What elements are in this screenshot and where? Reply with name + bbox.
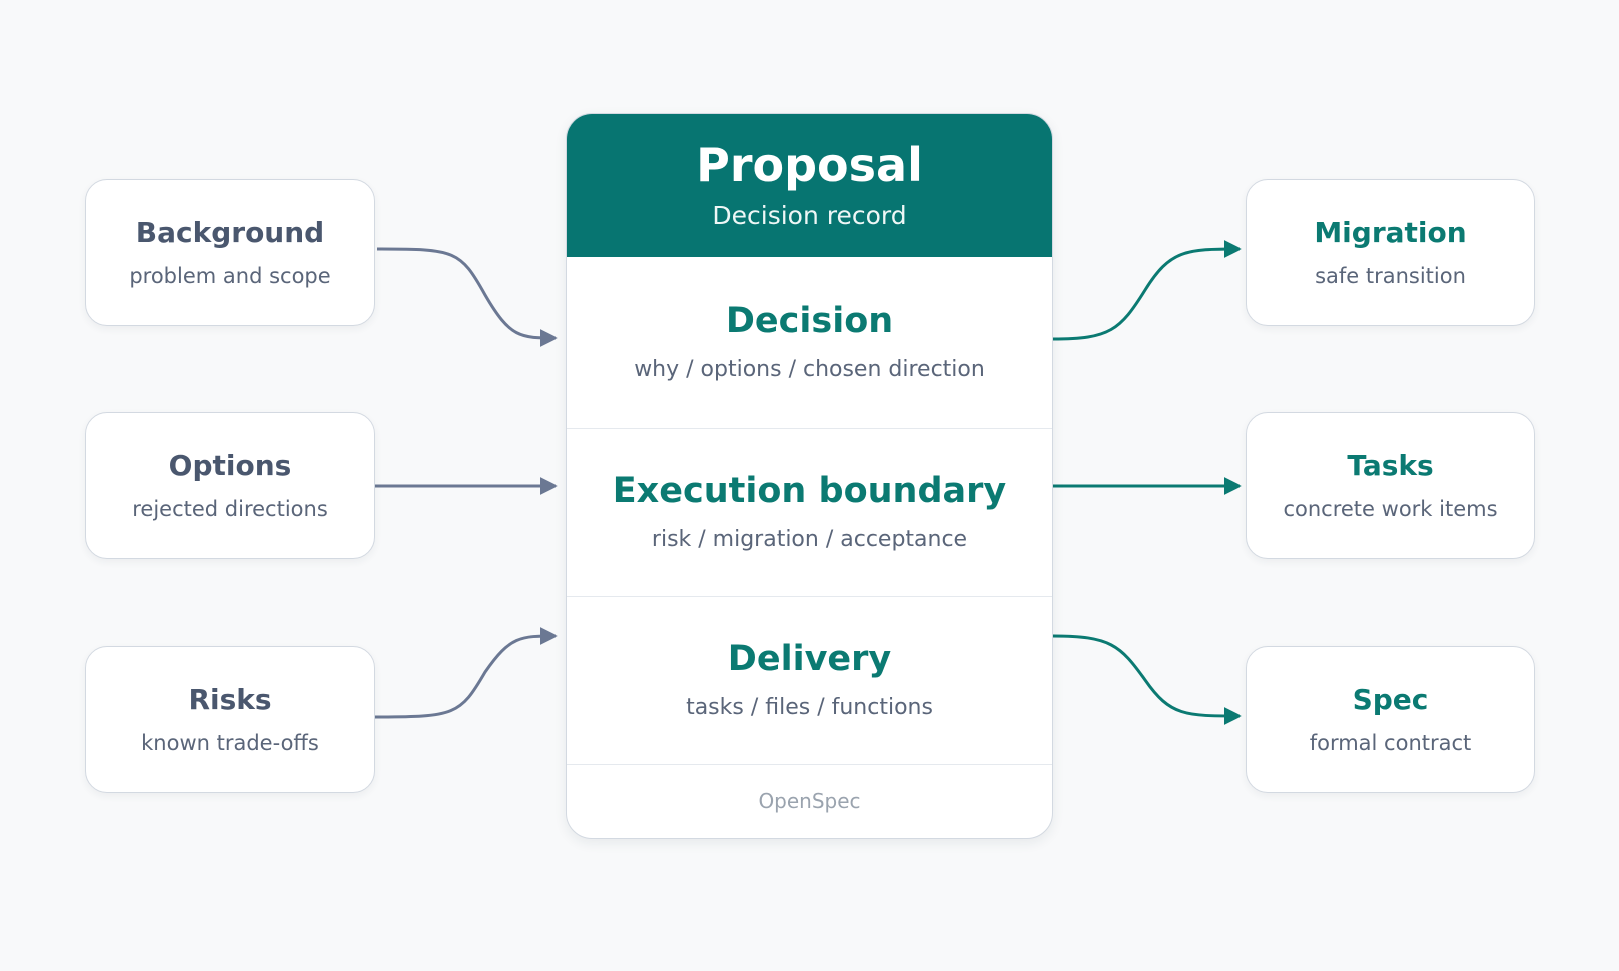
input-box-options: Options rejected directions bbox=[85, 412, 375, 559]
input-box-risks: Risks known trade-offs bbox=[85, 646, 375, 793]
proposal-card: Proposal Decision record Decision why / … bbox=[566, 113, 1053, 839]
section-delivery: Delivery tasks / files / functions bbox=[567, 597, 1052, 765]
input-title: Background bbox=[135, 216, 325, 250]
input-title: Options bbox=[168, 449, 292, 483]
output-title: Migration bbox=[1314, 216, 1467, 250]
output-title: Tasks bbox=[1347, 449, 1434, 483]
section-subtitle: tasks / files / functions bbox=[686, 695, 933, 721]
input-title: Risks bbox=[188, 683, 272, 717]
arrow-decision-to-migration bbox=[1052, 240, 1242, 341]
arrow-risks-to-delivery bbox=[374, 627, 558, 719]
arrow-delivery-to-spec bbox=[1052, 634, 1242, 725]
section-subtitle: risk / migration / acceptance bbox=[651, 527, 968, 553]
section-title: Delivery bbox=[727, 639, 892, 680]
input-subtitle: problem and scope bbox=[129, 263, 331, 288]
output-box-tasks: Tasks concrete work items bbox=[1246, 412, 1535, 559]
proposal-footer: OpenSpec bbox=[758, 789, 861, 813]
proposal-subtitle: Decision record bbox=[712, 200, 907, 230]
proposal-header: Proposal Decision record bbox=[567, 114, 1052, 257]
output-box-spec: Spec formal contract bbox=[1246, 646, 1535, 793]
section-title: Execution boundary bbox=[612, 471, 1007, 512]
section-subtitle: why / options / chosen direction bbox=[634, 357, 985, 383]
output-subtitle: concrete work items bbox=[1283, 496, 1498, 521]
proposal-title: Proposal bbox=[696, 138, 923, 193]
output-subtitle: formal contract bbox=[1309, 730, 1472, 755]
input-subtitle: rejected directions bbox=[132, 496, 328, 521]
output-subtitle: safe transition bbox=[1315, 263, 1466, 288]
section-execution-boundary: Execution boundary risk / migration / ac… bbox=[567, 429, 1052, 597]
section-title: Decision bbox=[725, 301, 894, 342]
arrow-background-to-decision bbox=[376, 247, 558, 347]
output-box-migration: Migration safe transition bbox=[1246, 179, 1535, 326]
output-title: Spec bbox=[1352, 683, 1429, 717]
input-subtitle: known trade-offs bbox=[141, 730, 319, 755]
input-box-background: Background problem and scope bbox=[85, 179, 375, 326]
section-decision: Decision why / options / chosen directio… bbox=[567, 257, 1052, 429]
